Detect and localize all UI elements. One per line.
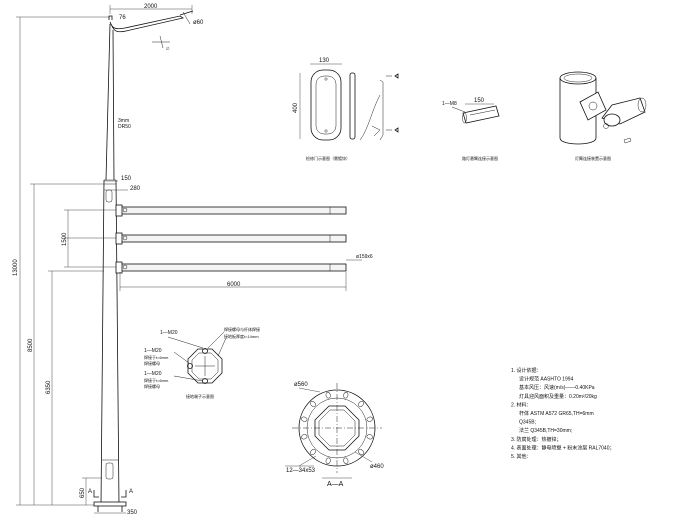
note-line: Q345B; [519,420,536,426]
arm-2 [119,234,347,243]
door-caption: 检修门示意图（需镀锌） [306,155,350,161]
note-line: 5. 其他： [511,453,532,460]
flange-dim-560: ø560 [294,382,308,388]
arm-1 [119,206,347,215]
note-line: 灯具迎风面积及重量：0.20m²/20kg [519,393,597,400]
bolt-hole [358,449,364,455]
dim-arm-length: 2000 [144,4,158,10]
oct-note-left1: 焊接于t=6mm [144,354,169,360]
bolt-hole [366,416,374,422]
note-line: 基本风压：风速(m/s)——0.40KPa [519,384,595,391]
flange-octagon [314,405,360,451]
lower-shaft [100,179,120,506]
dim-3mm: 3mm [118,118,129,124]
joint-caption: 灯臂连接装置示意图 [575,155,611,161]
lamp-bracket [108,15,184,33]
lower-door [105,462,114,480]
oct-label-m20-left2: 1—M20 [144,371,162,377]
joint-view: 灯臂连接装置示意图 [559,71,647,161]
base-plate [93,501,127,507]
flange-dim-460: ø460 [370,464,384,470]
note-line: 设计规范 AASHTO 1994 [519,376,574,383]
dim-dia159: ø159x6 [356,254,373,260]
bolt-hole [310,449,316,455]
pole-dimensions: 2000 76 ø60 ∅ 13000 8500 6350 1500 [13,4,373,516]
oct-note-left4: 焊接螺母 [144,383,160,389]
clamp-label-mr: 1—M8 [442,101,457,107]
bolt-hole [343,391,349,399]
door-outer [310,69,342,141]
clamp-dim-150: 150 [474,98,485,104]
oct-caption: 接地端子示意图 [186,393,214,399]
clamp-sleeve [462,105,500,124]
door-dim-130: 130 [319,58,330,64]
dim-280: 280 [130,186,141,192]
section-mark-right: A [129,489,133,495]
door-view: 130 400 检修门示意图（需镀锌） [293,58,399,161]
dim-150: 150 [121,176,132,182]
oct-note-left2: 焊接螺母 [144,360,160,366]
oct-note-right2: 接地板厚度t=14mm [224,333,259,339]
door-inner [315,75,337,135]
dim-6000: 6000 [227,282,241,288]
bolt-hole [300,434,308,440]
door-dim-400: 400 [293,102,299,113]
horizontal-arms [115,204,347,274]
dim-total-height: 13000 [13,259,19,276]
dim-350: 350 [127,510,138,516]
dim-650: 650 [80,487,86,498]
dim-76: 76 [119,15,126,21]
dim-6350: 6350 [46,380,52,394]
clamp-caption: 路灯悬臂连接示意图 [462,155,498,161]
pole-elevation: 2000 76 ø60 ∅ 13000 8500 6350 1500 [13,4,373,516]
oct-note-right1: 焊接螺母与杆体焊接 [224,326,260,332]
note-line: 1. 设计依据： [511,367,542,374]
dim-1500: 1500 [62,232,68,246]
bracket-tip [179,10,194,16]
lamp-head-line [182,11,191,25]
note-line: 2. 材料： [511,401,532,408]
design-notes: 1. 设计依据： 设计规范 AASHTO 1994基本风压：风速(m/s)——0.… [511,367,615,460]
dim-r50: DR50 [118,124,131,130]
oct-label-m20-left1: 1—M20 [144,348,162,354]
bolt-hole [366,434,374,440]
upper-shaft [105,23,115,181]
bolt-hole [310,401,316,407]
base-section-view: ø560 ø460 12—34x53 A—A [285,382,384,488]
door-side-profile [349,72,356,140]
bolt-hole [325,457,331,465]
note-line: 杆体 ASTM A572 GR65,TH=6mm [519,410,594,417]
arm-3 [119,263,347,272]
flange-bolt-holes [300,391,374,465]
bolt-hole [325,391,331,399]
note-line: 3. 防腐处理：热镀锌； [511,436,562,443]
oct-label-m20-top: 1—M20 [160,330,178,336]
note-line: 法兰 Q345B,TH=30mm; [519,427,572,434]
bolt-hole [358,401,364,407]
dim-dia60: ø60 [193,20,204,26]
joint-bracket [579,91,607,121]
section-mark-left: A [88,489,92,495]
bolt-hole [300,416,308,422]
access-door [105,189,113,203]
svg-text:∅: ∅ [166,46,170,51]
arm-clamp-view: 150 1—M8 路灯悬臂连接示意图 [442,98,500,161]
joint-pole-tube [559,77,597,145]
note-line: 4. 表面处理：静电喷塑 + 粉末涂层 RAL7040； [511,444,615,451]
octagon-view: 1—M20 焊接螺母与杆体焊接 接地板厚度t=14mm 1—M20 焊接于t=6… [144,326,260,399]
flange-holes-label: 12—34x53 [286,468,316,474]
flange-section-title: A—A [327,481,344,488]
oct-note-left3: 焊接于t=6mm [144,377,169,383]
bolt-hole [343,457,349,465]
dim-8500: 8500 [28,338,34,352]
